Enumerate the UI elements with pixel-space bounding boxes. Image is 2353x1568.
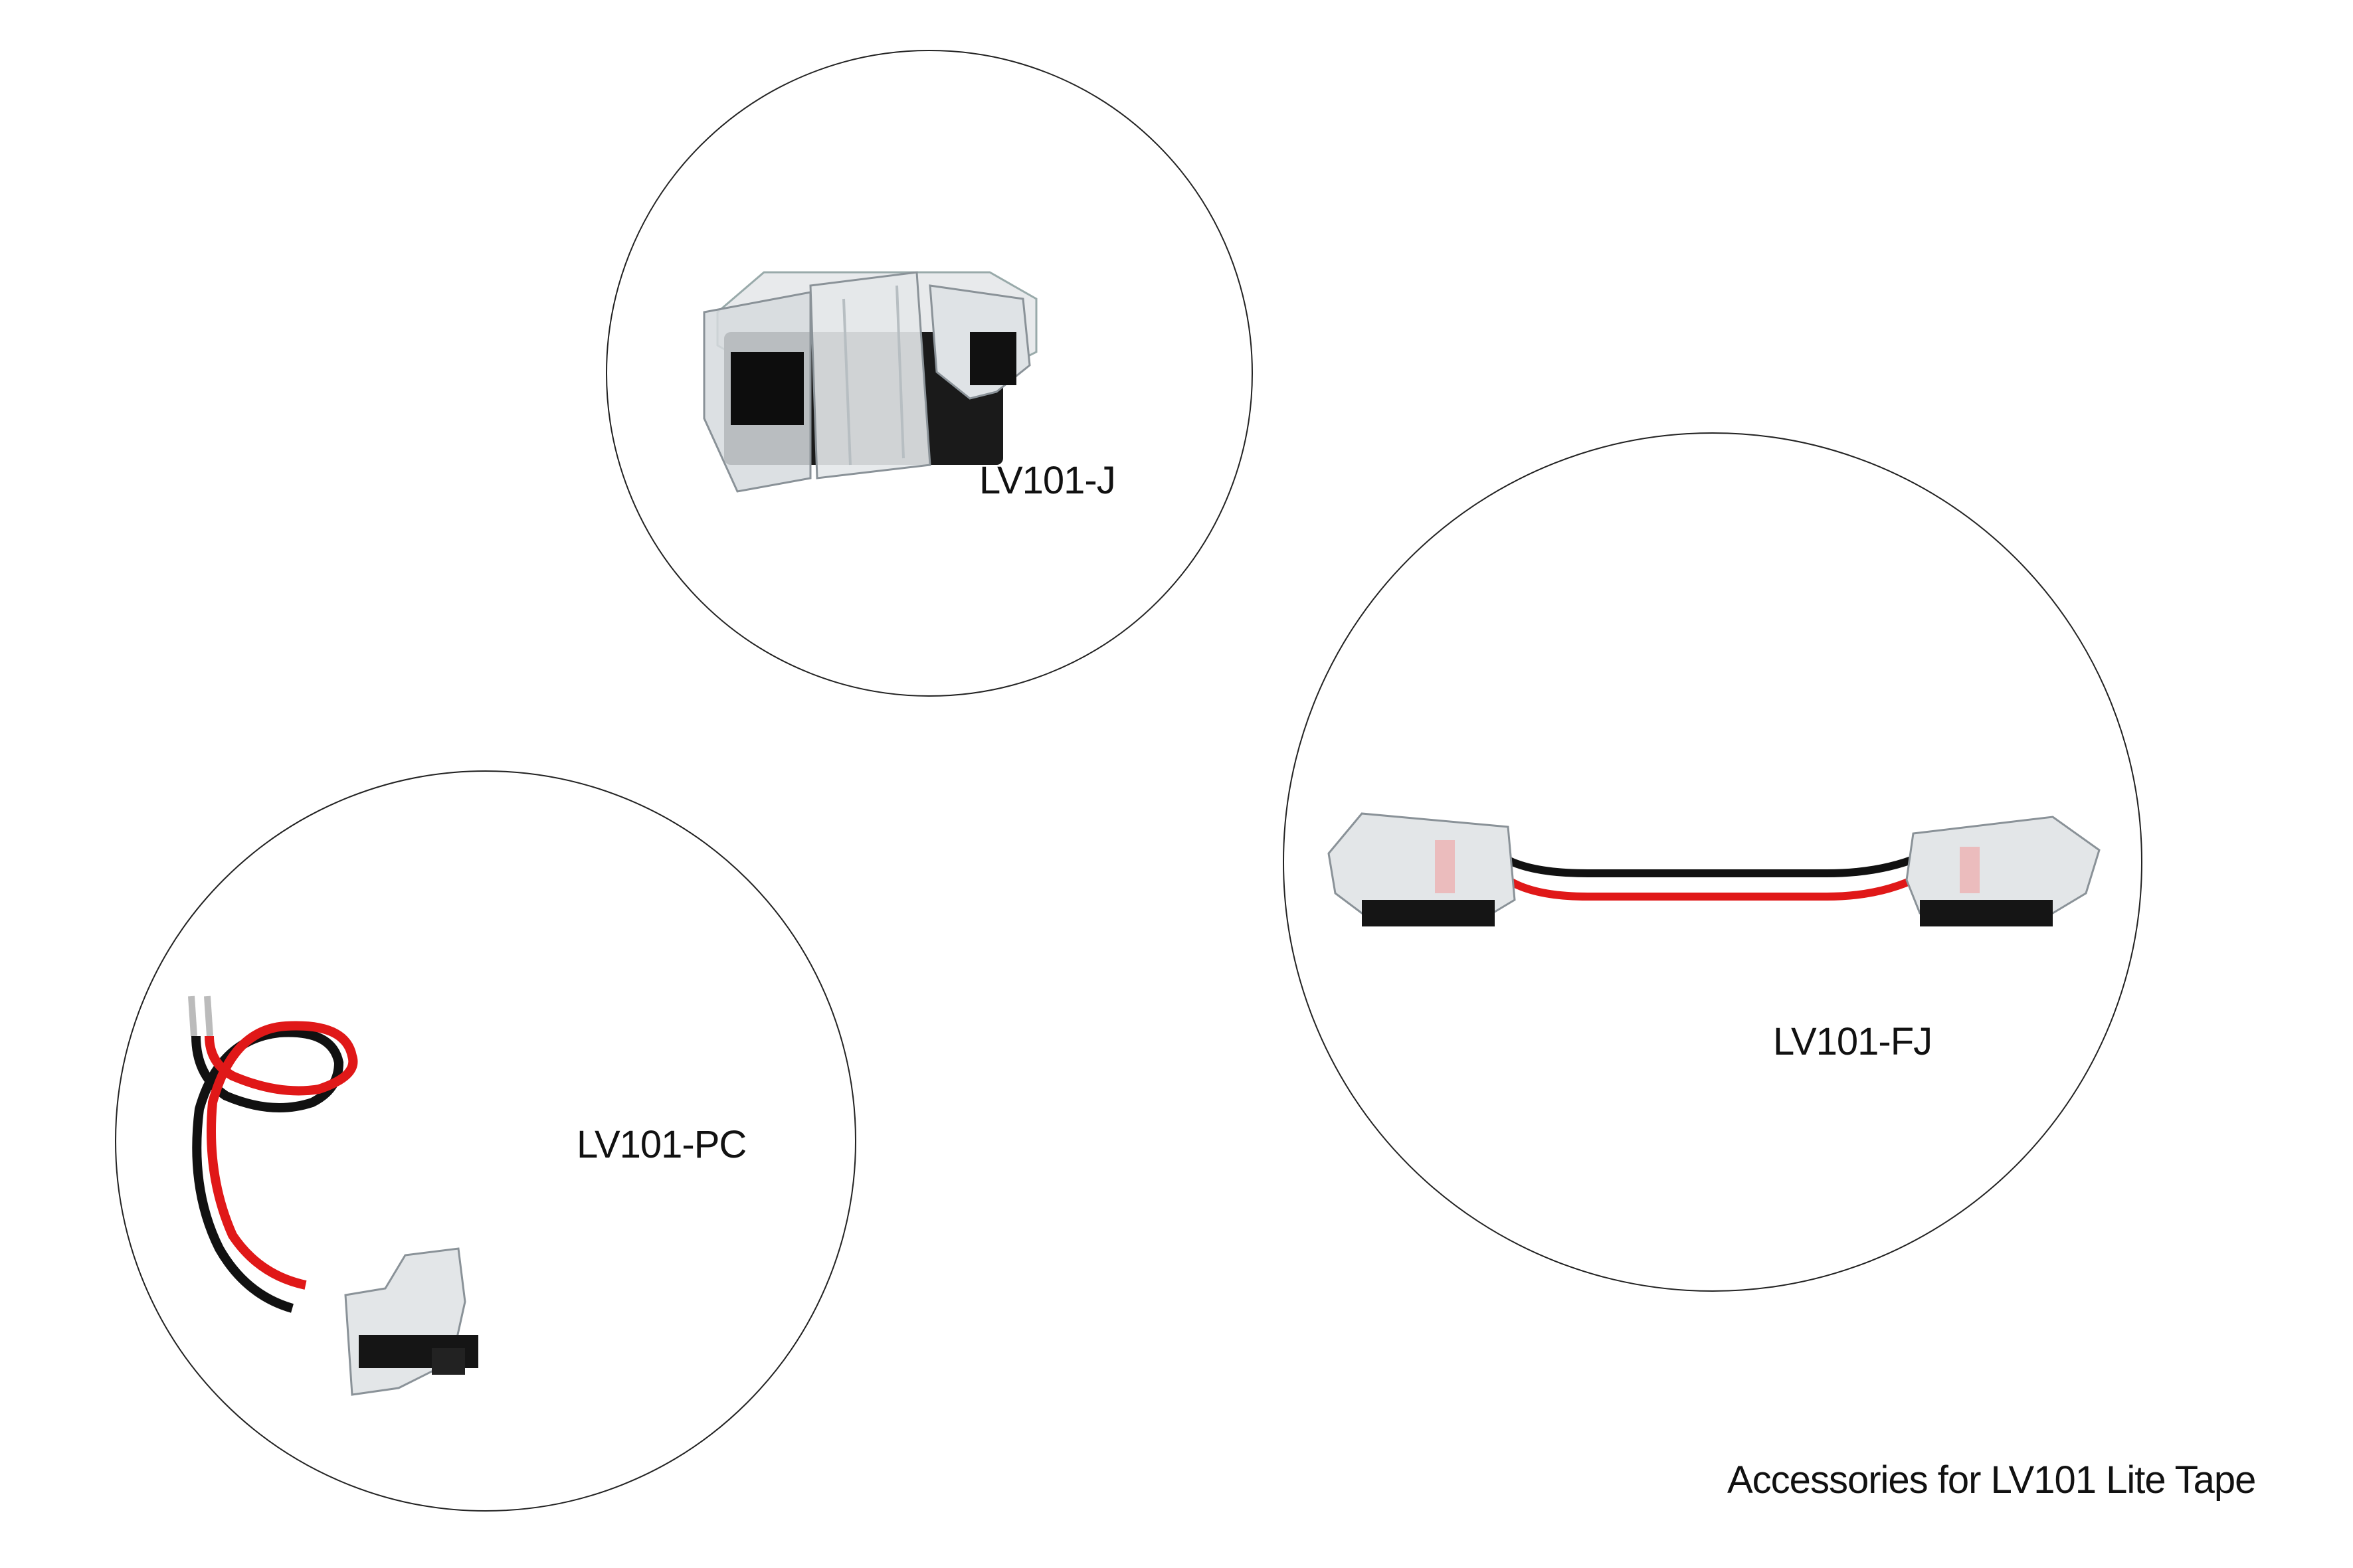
page-caption: Accessories for LV101 Lite Tape (1727, 1458, 2256, 1502)
connector-fj-image (1327, 812, 2101, 926)
product-circle-j (606, 50, 1253, 697)
product-circle-fj (1283, 432, 2142, 1292)
product-label-pc: LV101-PC (577, 1123, 747, 1166)
product-label-j: LV101-J (979, 459, 1116, 502)
connector-j-image (703, 271, 1038, 493)
product-label-fj: LV101-FJ (1773, 1020, 1932, 1063)
connector-pc-image (188, 996, 478, 1396)
product-circle-pc (115, 770, 856, 1512)
